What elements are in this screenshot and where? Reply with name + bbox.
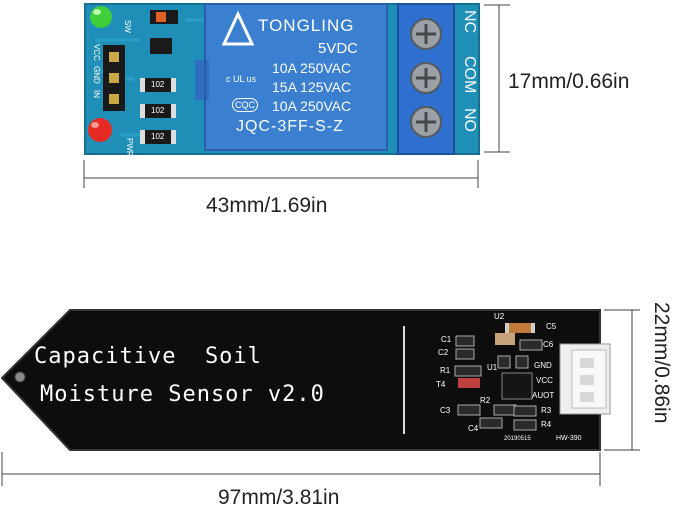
label-c5: C5: [546, 322, 557, 331]
label-r3: R3: [541, 406, 552, 415]
relay-brand: TONGLING: [258, 16, 355, 35]
green-led: [90, 6, 112, 28]
pwr-label: PWR: [125, 138, 134, 157]
sensor-model: HW-390: [556, 435, 582, 442]
capacitor-c6: [519, 339, 543, 351]
terminal-com-label: COM: [461, 56, 478, 94]
resistor-3-label: 102: [151, 132, 165, 141]
regulator-u2: [495, 333, 515, 345]
label-c4: C4: [468, 424, 479, 433]
resistor-r1: [454, 365, 482, 377]
pin-in-label: IN: [92, 90, 101, 98]
relay-cert-ul: c UL us: [226, 74, 257, 84]
terminal-nc-label: NC: [461, 10, 478, 34]
relay-voltage: 5VDC: [318, 40, 359, 57]
resistor-3: [140, 130, 176, 144]
resistor-1-label: 102: [151, 80, 165, 89]
sensor-height-label: 22mm/0.86in: [650, 302, 673, 424]
soil-sensor: Capacitive Soil Moisture Sensor v2.0 U2 …: [0, 230, 679, 512]
sensor-length-label: 97mm/3.81in: [218, 486, 340, 509]
label-t4: T4: [436, 380, 446, 389]
relay-module: TONGLING 5VDC c UL us 10A 250VAC 15A 125…: [0, 0, 679, 230]
relay-model: JQC-3FF-S-Z: [236, 118, 344, 135]
capacitor-c1: [455, 335, 475, 347]
sw-label: SW: [123, 20, 132, 33]
capacitor-c5: [508, 323, 532, 333]
sensor-pin-aout: AUOT: [532, 391, 555, 400]
sensor-title-line2: Moisture Sensor v2.0: [40, 382, 325, 407]
resistor-r2: [493, 404, 517, 416]
terminal-no-label: NO: [461, 108, 478, 132]
resistor-1: [140, 78, 176, 92]
label-c6: C6: [543, 340, 554, 349]
resistor-r4: [513, 419, 537, 431]
pin-vcc-label: VCC: [92, 44, 101, 61]
relay-body: [205, 4, 387, 150]
relay-logo-icon: [221, 10, 255, 46]
capacitor-c3: [457, 404, 481, 416]
relay-height-label: 17mm/0.66in: [508, 70, 630, 93]
relay-width-label: 43mm/1.69in: [206, 194, 328, 217]
transistor: [150, 38, 172, 54]
sensor-pin-gnd: GND: [534, 361, 552, 370]
label-c1: C1: [441, 335, 452, 344]
relay-cert-cqc: CQC: [232, 98, 258, 112]
transistor-t4: [458, 378, 480, 388]
capacitor-c4: [479, 417, 503, 429]
mounting-hole-icon: [14, 371, 26, 383]
soil-sensor-graphic: [0, 309, 640, 486]
label-r4: R4: [541, 420, 552, 429]
label-c3: C3: [440, 406, 451, 415]
resistor-2-label: 102: [151, 106, 165, 115]
relay-rating-1: 10A 250VAC: [272, 60, 352, 76]
label-c2: C2: [438, 348, 449, 357]
relay-rating-3: 10A 250VAC: [272, 98, 352, 114]
pin-gnd-label: GND: [92, 66, 101, 84]
resistor-2: [140, 104, 176, 118]
chip-u1: [501, 372, 533, 400]
label-r2: R2: [480, 396, 491, 405]
red-led: [88, 118, 112, 142]
relay-module-graphic: [83, 3, 510, 188]
sensor-title-line1: Capacitive Soil: [34, 344, 262, 369]
resistor-r3: [513, 405, 537, 417]
label-r1: R1: [440, 366, 451, 375]
label-u2: U2: [494, 312, 505, 321]
sensor-date-code: 20190515: [504, 436, 531, 442]
sensor-pcb: [2, 310, 600, 450]
label-u1: U1: [487, 363, 498, 372]
relay-rating-2: 15A 125VAC: [272, 79, 352, 95]
sensor-pin-vcc: VCC: [536, 376, 553, 385]
capacitor-c2: [455, 348, 475, 360]
